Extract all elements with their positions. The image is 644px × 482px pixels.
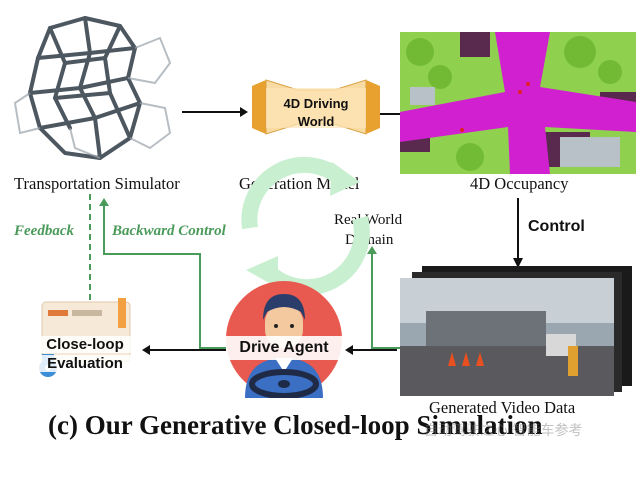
backward-control-label: Backward Control [112, 223, 226, 239]
arrow-video-to-agent [345, 345, 397, 355]
drive-agent-label: Drive Agent [226, 336, 342, 360]
world-model-label-2: World [297, 114, 335, 129]
real-world-arrow [367, 246, 400, 349]
arrow-agent-to-eval [142, 345, 226, 355]
watermark: 自动驾驶之心 智能车参考 [424, 423, 583, 439]
backward-control-arrow [99, 198, 226, 349]
eval-label-1: Close-loop [30, 336, 140, 353]
road-network-map [13, 16, 172, 160]
control-label: Control [528, 218, 585, 235]
feedback-label: Feedback [14, 223, 74, 239]
figure-caption: (c) Our Generative Closed-loop Simulatio… [48, 410, 543, 440]
control-arrow [513, 198, 523, 268]
generated-video-frames [400, 266, 632, 396]
occupancy-label: 4D Occupancy [470, 174, 569, 193]
eval-label-2: Evaluation [30, 355, 140, 372]
occupancy-image [400, 32, 636, 174]
transport-sim-label: Transportation Simulator [14, 174, 180, 193]
arrow-sim-to-model [182, 107, 248, 117]
generated-video-label: Generated Video Data [429, 398, 576, 417]
world-model-label-1: 4D Driving [283, 96, 349, 111]
cycle-arrow [241, 156, 370, 296]
world-model-box [252, 79, 380, 135]
